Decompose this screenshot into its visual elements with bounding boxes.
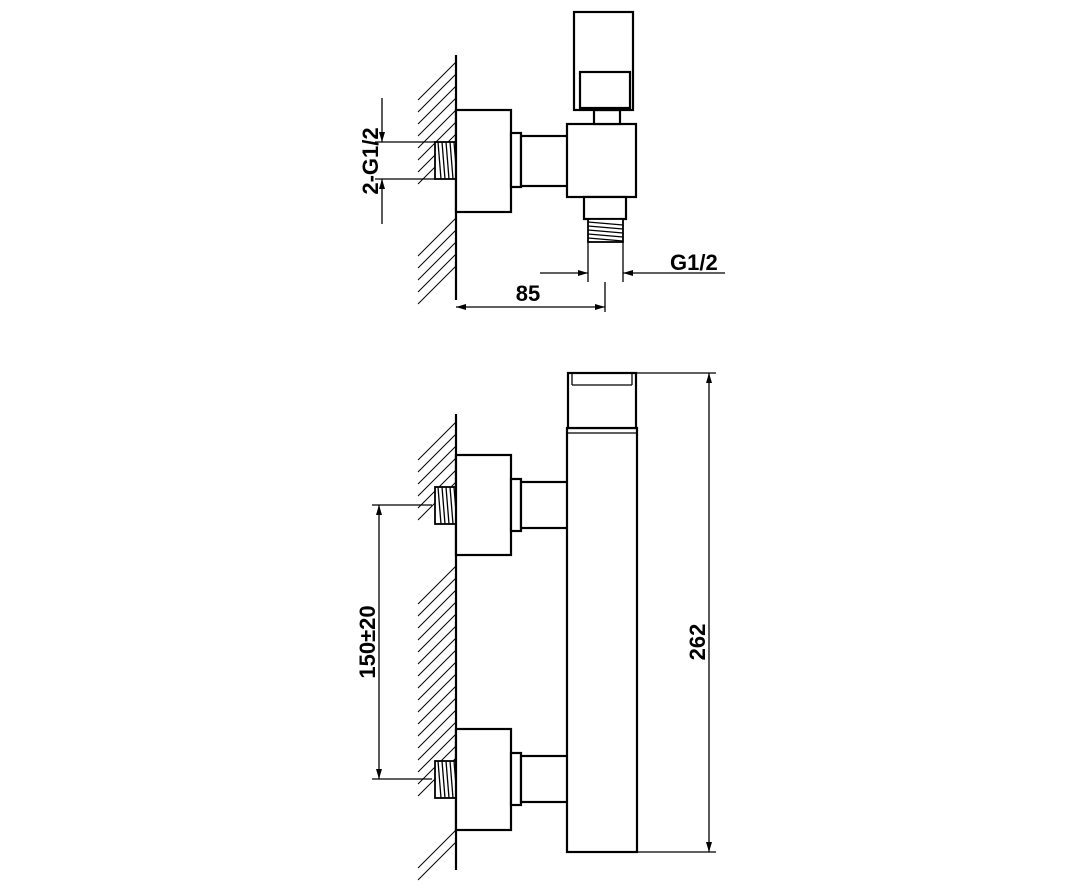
wall-front-view bbox=[417, 414, 458, 881]
handle-front bbox=[566, 371, 638, 430]
mixer-body-top bbox=[565, 122, 638, 199]
inlet-thread-top bbox=[434, 141, 458, 180]
lower-collar bbox=[509, 751, 523, 807]
projection-label: 85 bbox=[516, 281, 540, 306]
dimension-inlet-thread: 2-G1/2 bbox=[358, 98, 435, 224]
lower-inlet bbox=[434, 727, 570, 832]
inlet-spacing-label: 150±20 bbox=[355, 605, 380, 678]
dimension-height: 262 bbox=[637, 372, 716, 853]
handle-stem-top bbox=[592, 108, 622, 126]
handle-cap-top bbox=[578, 70, 632, 110]
upper-escutcheon bbox=[454, 453, 513, 557]
mixer-body-front bbox=[565, 426, 639, 854]
height-label: 262 bbox=[685, 624, 710, 661]
outlet-thread-top bbox=[587, 218, 624, 243]
upper-inlet bbox=[434, 453, 570, 557]
lower-inlet-thread bbox=[434, 760, 458, 799]
lower-connector-pipe bbox=[519, 754, 570, 804]
top-view: 2-G1/2 G1/2 85 bbox=[358, 10, 725, 312]
inlet-thread-label: 2-G1/2 bbox=[358, 127, 383, 194]
outlet-thread-label: G1/2 bbox=[670, 250, 718, 275]
upper-collar bbox=[509, 477, 523, 533]
dimension-outlet-thread: G1/2 bbox=[540, 242, 725, 282]
upper-inlet-thread bbox=[434, 486, 458, 525]
connector-collar-top bbox=[509, 131, 523, 189]
connector-pipe-top bbox=[519, 134, 570, 188]
upper-connector-pipe bbox=[519, 480, 570, 530]
dimension-projection: 85 bbox=[456, 281, 606, 312]
escutcheon-top bbox=[454, 108, 513, 214]
outlet-nut-top bbox=[582, 195, 628, 221]
dimension-inlet-spacing: 150±20 bbox=[355, 504, 432, 780]
lower-escutcheon bbox=[454, 727, 513, 832]
front-view: 150±20 262 bbox=[355, 371, 716, 881]
